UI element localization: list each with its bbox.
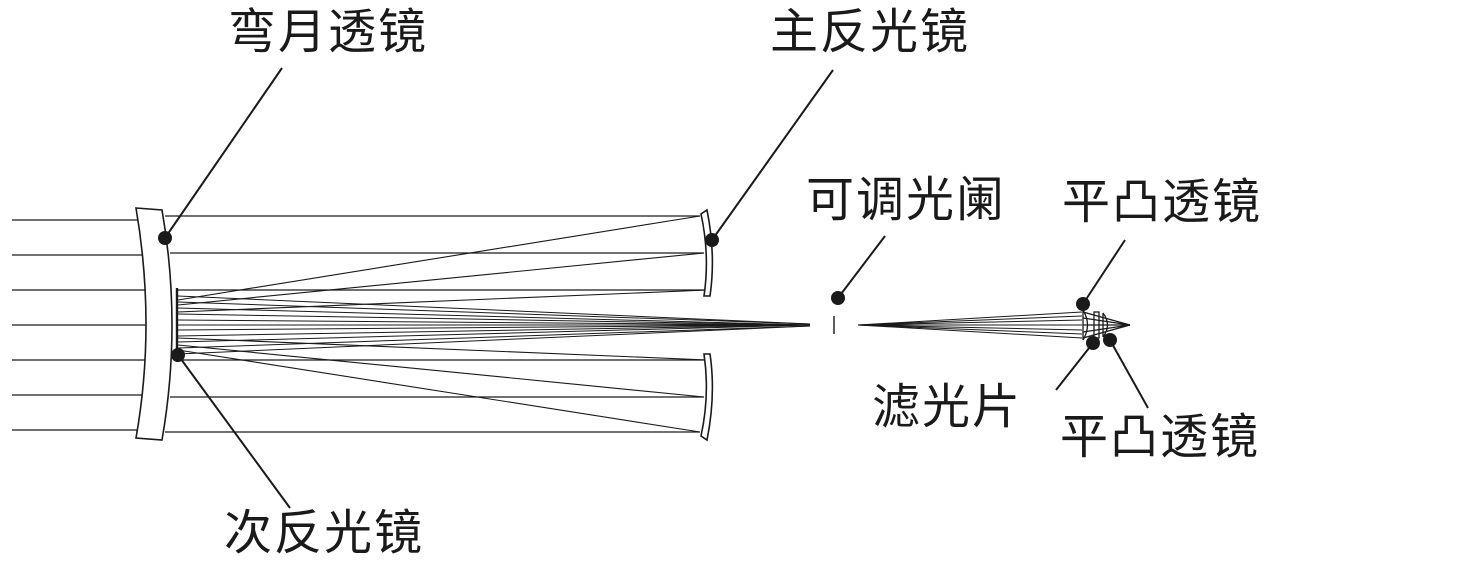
dot-filter (1086, 336, 1100, 350)
meniscus-lens-shape (135, 207, 173, 441)
ray-segment (857, 311, 1083, 326)
label-planoconvex-lens-bottom: 平凸透镜 (1060, 409, 1261, 465)
label-adjustable-aperture: 可调光阑 (806, 172, 1007, 228)
ray-segment (177, 325, 811, 349)
ray-segment (177, 252, 705, 306)
ray-segment (177, 313, 811, 326)
rays-to-focus (177, 295, 811, 355)
ray-segment (177, 307, 811, 326)
ray-segment (857, 324, 1083, 331)
ray-segment (1082, 317, 1131, 326)
ray-segment (177, 337, 709, 361)
leader-aperture (837, 235, 886, 299)
ray-segment (857, 319, 1083, 326)
leader-pcx-top (1082, 239, 1126, 305)
ray-segment (177, 289, 709, 313)
leader-meniscus (164, 67, 283, 239)
leader-secondary (177, 354, 291, 509)
dot-secondary (171, 348, 185, 362)
ray-segment (1082, 311, 1131, 326)
dot-pcx-bottom (1103, 333, 1117, 347)
ray-segment (177, 295, 811, 325)
ray-segment (1082, 324, 1131, 339)
ray-segment (177, 344, 705, 398)
ray-segment (177, 301, 811, 325)
rays-to-lens-group (857, 311, 1083, 339)
dot-primary (705, 233, 719, 247)
label-primary-mirror: 主反光镜 (770, 4, 971, 60)
label-planoconvex-lens-top: 平凸透镜 (1062, 174, 1263, 230)
ray-segment (177, 319, 811, 326)
leader-lines (164, 67, 1149, 509)
primary-mirror-bottom-shape (700, 353, 714, 442)
ray-segment (857, 315, 1083, 326)
rays-to-primary (165, 215, 708, 433)
ray-segment (1082, 324, 1131, 333)
ray-segment (857, 324, 1083, 339)
dot-pcx-top (1076, 297, 1090, 311)
ray-segment (177, 324, 811, 343)
ray-segment (857, 324, 1083, 335)
ray-segment (177, 325, 811, 355)
label-meniscus-lens: 弯月透镜 (228, 4, 429, 60)
ray-segment (177, 349, 701, 433)
ray-segment (177, 324, 811, 331)
label-filter: 滤光片 (872, 379, 1023, 435)
incoming-rays (12, 219, 146, 431)
leader-dots (158, 231, 1117, 362)
ray-segment (177, 215, 701, 301)
rays-to-secondary (177, 215, 709, 433)
leader-filter (1055, 342, 1094, 391)
leader-primary (711, 69, 834, 241)
leader-pcx-bottom (1109, 339, 1149, 409)
label-secondary-mirror: 次反光镜 (224, 505, 425, 561)
dot-meniscus (158, 231, 172, 245)
ray-segment (177, 324, 811, 337)
dot-aperture (831, 291, 845, 305)
